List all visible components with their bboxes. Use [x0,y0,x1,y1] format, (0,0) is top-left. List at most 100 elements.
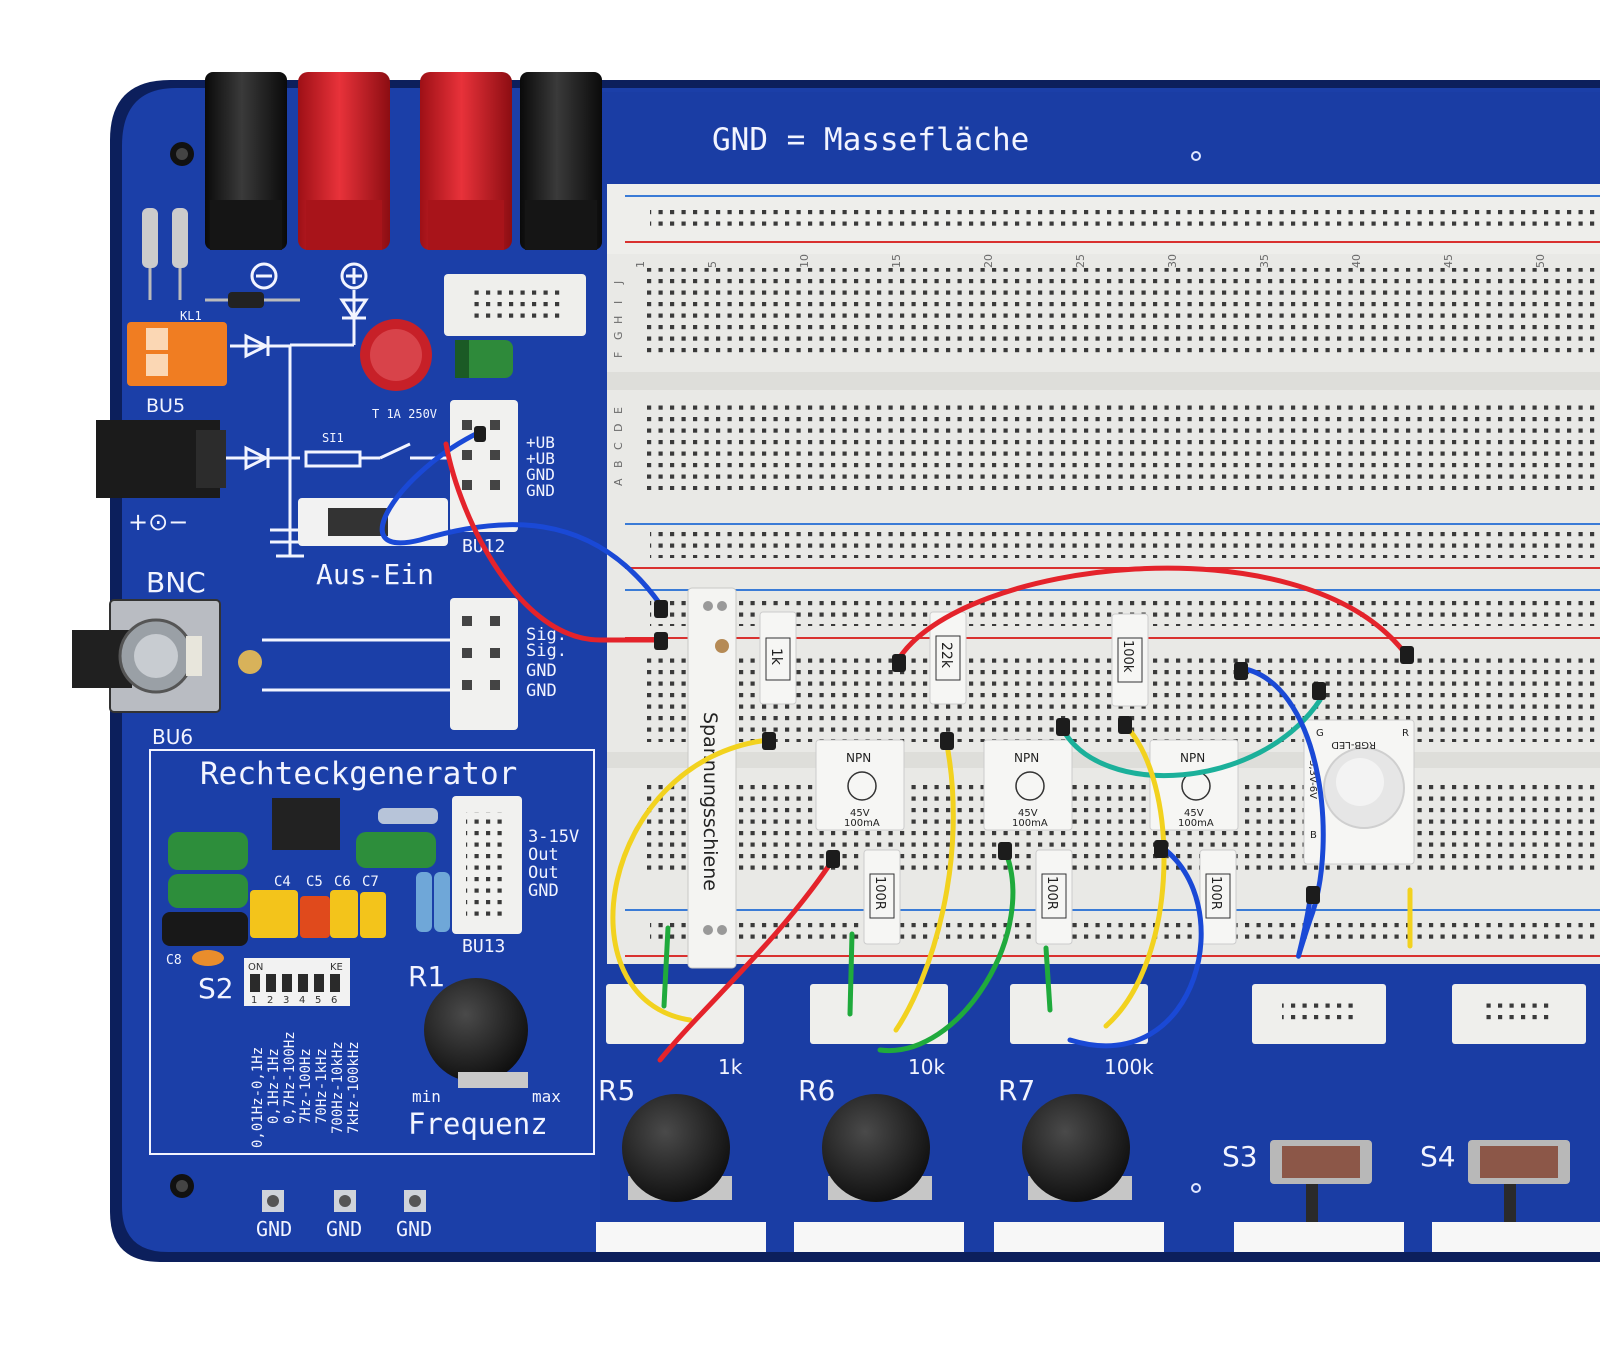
row-g: G [612,331,625,340]
r5-knob[interactable] [622,1094,730,1202]
wire-teal [1059,697,1323,778]
resistor-100r-2: 100R [1044,876,1059,910]
rgb-led-voltage: 3,3V-6V [1307,760,1318,799]
npn-2-spec-v: 45V [1018,808,1038,819]
cap-c8: C8 [166,953,182,968]
bu12-pin-2: +UB [526,449,555,468]
cap-c5: C5 [306,874,323,890]
r6-knob[interactable] [822,1094,930,1202]
rechteck-title: Rechteckgenerator [200,756,517,792]
r7-knob[interactable] [1022,1094,1130,1202]
rgb-led-pin-g: G [1316,728,1324,739]
r7-value: 100k [1104,1055,1154,1079]
dip-1: 1 [251,995,257,1006]
dip-5: 5 [315,995,321,1006]
bnc-label: BNC [146,566,206,599]
s2-label: S2 [198,972,234,1005]
bu13-pin-3: Out [528,863,559,883]
frequenz-label: Frequenz [408,1107,548,1141]
breadboard-row-letters: J I H G F E D C B A [612,281,625,486]
freq-range-5: 70Hz-1kHz [314,1048,330,1124]
min-label: min [412,1087,441,1106]
gnd-pad-2: GND [326,1217,362,1241]
bu13-pin-1: 3-15V [528,827,579,847]
npn-1-spec-i: 100mA [844,818,880,829]
r6-label: R6 [798,1074,835,1107]
wire-red-2 [657,855,837,1063]
dip-2: 2 [267,995,273,1006]
breadboard-column-numbers: 1 5 10 15 20 25 30 35 40 45 50 [634,254,1547,268]
freq-range-6: 700Hz-10kHz [330,1041,346,1134]
row-c: C [612,442,625,450]
dip-3: 3 [283,995,289,1006]
gnd-masse-label: GND = Massefläche [712,122,1029,158]
row-i: I [612,301,625,304]
cap-c7: C7 [362,874,379,890]
bnc-pin-3: GND [526,661,557,681]
rgb-led-title: RGB-LED [1331,739,1376,750]
bu13-pin-4: GND [528,881,559,901]
npn-2-spec-i: 100mA [1012,818,1048,829]
dc-symbol: +⊙− [128,508,188,536]
r1-knob[interactable] [424,978,528,1082]
col-50: 50 [1534,254,1547,268]
spannungsschiene-label: Spannungsschiene [699,712,721,891]
wire-yellow-3 [1103,721,1167,1029]
npn-3-spec-v: 45V [1184,808,1204,819]
wire-blue-power [379,429,663,607]
freq-range-2: 0,1Hz-1Hz [266,1048,282,1124]
dip-on: ON [248,962,263,973]
cap-c4: C4 [274,874,291,890]
col-40: 40 [1350,254,1363,268]
top-small-breadboard [444,274,586,336]
label-strips [596,1222,1600,1252]
input-components: KL1 BU5 [127,208,300,417]
r1-label: R1 [408,960,445,993]
bu12-pin-3: GND [526,465,555,484]
wire-green-3 [847,931,855,1017]
npn-3-spec-i: 100mA [1178,818,1214,829]
kl1-label: KL1 [180,309,202,323]
npn-2-type: NPN [1014,751,1039,765]
r5-label: R5 [598,1074,635,1107]
bnc-connector: BNC BU6 Sig. Sig. GND GND [72,566,567,749]
bnc-pin-2: Sig. [526,641,567,661]
rechteckgenerator-section: Rechteckgenerator C4 C5 C6 C7 C8 3-15V O… [149,749,595,1155]
col-30: 30 [1166,254,1179,268]
dip-ke: KE [330,962,343,973]
gnd-pad-3: GND [396,1217,432,1241]
bu13-pin-2: Out [528,845,559,865]
power-components: T 1A 250V SI1 +⊙− Aus-Ein [96,319,513,591]
wire-plugs [474,426,1414,904]
dip-4: 4 [299,995,305,1006]
wire-red-power [443,441,663,643]
row-f: F [612,352,625,358]
bu6-label: BU6 [152,725,193,749]
banana-jacks [205,72,602,250]
dip-switches [250,974,340,992]
col-20: 20 [982,254,995,268]
npn-module-3: NPN 45V 100mA [1149,739,1239,831]
aus-ein-label: Aus-Ein [316,558,434,591]
row-h: H [612,316,625,324]
resistor-100r-1: 100R [872,876,887,910]
wire-green-4 [1043,945,1053,1013]
transistor-modules: NPN 45V 100mA NPN 45V 100mA NPN 45V 100m… [815,739,1239,831]
s3-label: S3 [1222,1140,1258,1173]
npn-1-type: NPN [846,751,871,765]
row-d: D [612,424,625,432]
jumper-wires [379,429,1413,1063]
npn-1-spec-v: 45V [850,808,870,819]
resistor-1k: 1k [768,648,784,666]
resistor-modules: 1k 22k 100R 100R 100R 100k [759,611,1237,945]
col-35: 35 [1258,254,1271,268]
col-5: 5 [706,261,719,268]
col-45: 45 [1442,254,1455,268]
wire-yellow-2 [893,737,956,1033]
frequency-range-labels: 0,01Hz-0,1Hz 0,1Hz-1Hz 0,7Hz-100Hz 7Hz-1… [250,1031,362,1148]
bu12-connector: +UB +UB GND GND BU12 [450,400,555,557]
resistor-100k: 100k [1120,640,1135,673]
col-1: 1 [634,261,647,268]
wire-red-top [895,565,1407,663]
